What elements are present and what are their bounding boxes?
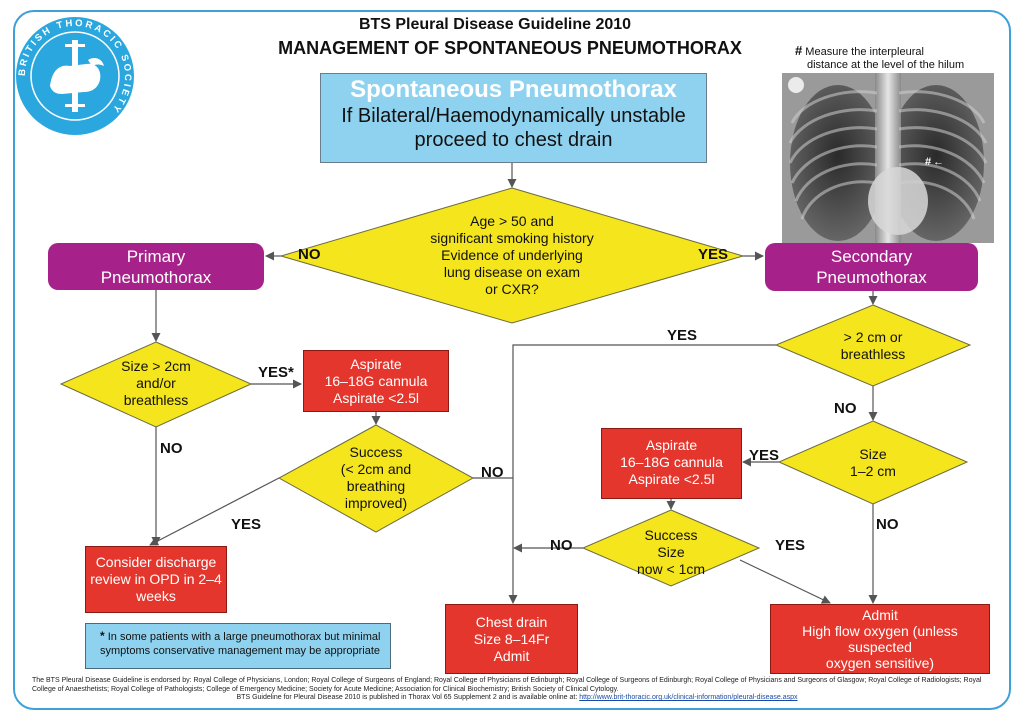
label-yes-size12: YES: [749, 447, 780, 464]
start-line1: If Bilateral/Haemodynamically unstable: [341, 105, 686, 127]
decision-age-line: significant smoking history: [430, 230, 594, 246]
size12-line: Size: [859, 446, 887, 462]
discharge-box: Consider discharge review in OPD in 2–4 …: [85, 546, 227, 613]
start-title: Spontaneous Pneumothorax: [350, 76, 677, 103]
label-no-primary: NO: [298, 246, 321, 263]
chest-drain-line: Chest drain: [475, 614, 548, 630]
primary-size-line: breathless: [123, 392, 189, 408]
hash-symbol: #: [795, 43, 803, 58]
primary-line: Pneumothorax: [100, 268, 212, 287]
chest-drain-line: Size 8–14Fr: [473, 631, 550, 647]
success-primary-line: Success: [349, 444, 403, 460]
page-frame: [13, 10, 1011, 710]
aspirate-secondary-line: 16–18G cannula: [620, 454, 723, 470]
discharge-line: weeks: [136, 588, 176, 604]
label-yes-success-primary: YES: [231, 516, 262, 533]
secondary-size-line: > 2 cm or: [843, 329, 903, 345]
discharge-line: Consider discharge: [95, 554, 217, 570]
label-no-size-primary: NO: [160, 440, 183, 457]
decision-age-line: lung disease on exam: [443, 264, 581, 280]
aspirate-primary-line: Aspirate <2.5l: [333, 390, 419, 406]
primary-size-line: Size > 2cm: [121, 358, 191, 374]
success-primary-line: improved): [344, 495, 408, 511]
decision-age-smoking: [279, 187, 745, 324]
success-secondary-line: Size: [657, 544, 685, 560]
page-title: MANAGEMENT OF SPONTANEOUS PNEUMOTHORAX: [278, 38, 742, 58]
chest-drain-box: Chest drain Size 8–14Fr Admit: [445, 604, 578, 674]
decision-age-line: or CXR?: [485, 281, 539, 297]
secondary-size-line: breathless: [840, 346, 906, 362]
primary-line: Primary: [126, 247, 186, 266]
aspirate-primary-box: Aspirate 16–18G cannula Aspirate <2.5l: [303, 350, 449, 412]
decision-age-text: Age > 50 and significant smoking history…: [370, 213, 654, 298]
label-no-size12: NO: [876, 516, 899, 533]
admit-line: oxygen sensitive): [825, 655, 935, 671]
discharge-line: review in OPD in 2–4: [90, 571, 222, 587]
label-yes-success-secondary: YES: [775, 537, 806, 554]
decision-age-line: Evidence of underlying: [441, 247, 583, 263]
footer-url-link[interactable]: http://www.brit-thoracic.org.uk/clinical…: [579, 694, 798, 701]
label-no-secondary-size: NO: [834, 400, 857, 417]
label-yes-secondary-drain: YES: [667, 327, 698, 344]
decision-success-primary: [277, 424, 475, 533]
aspirate-primary-line: 16–18G cannula: [324, 373, 428, 389]
bts-logo: BRITISH THORACIC SOCIETY: [16, 17, 134, 135]
footer-published: BTS Guideline for Pleural Disease 2010 i…: [236, 694, 578, 701]
decision-primary-size-text: Size > 2cm and/or breathless: [95, 358, 217, 409]
admit-line: Admit: [862, 607, 898, 623]
connectors: [149, 163, 878, 604]
footer: The BTS Pleural Disease Guideline is end…: [32, 677, 1002, 703]
xray-caption: # Measure the interpleural distance at t…: [795, 44, 1010, 72]
decision-success-primary-text: Success (< 2cm and breathing improved): [320, 444, 432, 512]
primary-size-line: and/or: [136, 375, 176, 391]
aspirate-primary-line: Aspirate: [350, 356, 402, 372]
decision-size12-text: Size 1–2 cm: [823, 446, 923, 480]
xray-measure-mark: #: [925, 156, 931, 168]
label-no-success-primary: NO: [481, 464, 504, 481]
xray-measure-arrow: ←: [933, 156, 944, 168]
xray-caption-line1: Measure the interpleural: [805, 46, 924, 58]
note-text: In some patients with a large pneumothor…: [100, 631, 381, 657]
decision-success-secondary-text: Success Size now < 1cm: [621, 527, 721, 578]
admit-line: High flow oxygen (unless suspected: [802, 623, 958, 655]
secondary-line: Secondary: [830, 247, 913, 266]
footer-endorse: The BTS Pleural Disease Guideline is end…: [32, 677, 982, 693]
xray-caption-line2: distance at the level of the hilum: [807, 59, 965, 71]
label-no-success-secondary: NO: [550, 537, 573, 554]
secondary-pneumothorax-box: Secondary Pneumothorax: [765, 243, 978, 291]
aspirate-secondary-line: Aspirate: [645, 437, 698, 453]
success-primary-line: breathing: [346, 478, 406, 494]
start-line2: proceed to chest drain: [414, 129, 613, 151]
aspirate-secondary-box: Aspirate 16–18G cannula Aspirate <2.5l: [601, 428, 742, 499]
footer-published-line: BTS Guideline for Pleural Disease 2010 i…: [32, 694, 1002, 703]
size12-line: 1–2 cm: [850, 463, 896, 479]
decision-success-secondary: [581, 509, 761, 587]
chest-drain-line: Admit: [493, 648, 530, 664]
admit-line: Observe for 24 hours: [814, 671, 946, 687]
aspirate-secondary-line: Aspirate <2.5l: [628, 471, 715, 487]
secondary-line: Pneumothorax: [816, 268, 927, 287]
success-primary-line: (< 2cm and: [340, 461, 412, 477]
label-yes-secondary: YES: [698, 246, 729, 263]
start-box: Spontaneous Pneumothorax If Bilateral/Ha…: [320, 73, 707, 163]
success-secondary-line: now < 1cm: [636, 561, 706, 577]
admit-box: Admit High flow oxygen (unless suspected…: [770, 604, 990, 687]
conservative-note: * In some patients with a large pneumoth…: [85, 623, 391, 669]
guideline-title: BTS Pleural Disease Guideline 2010: [358, 16, 632, 33]
label-yes-star: YES*: [258, 364, 294, 381]
success-secondary-line: Success: [644, 527, 698, 543]
note-star: *: [100, 629, 105, 643]
decision-secondary-size-text: > 2 cm or breathless: [820, 329, 926, 363]
primary-pneumothorax-box: Primary Pneumothorax: [48, 243, 264, 290]
decision-age-line: Age > 50 and: [470, 213, 554, 229]
chest-xray-image: # ←: [782, 73, 994, 243]
